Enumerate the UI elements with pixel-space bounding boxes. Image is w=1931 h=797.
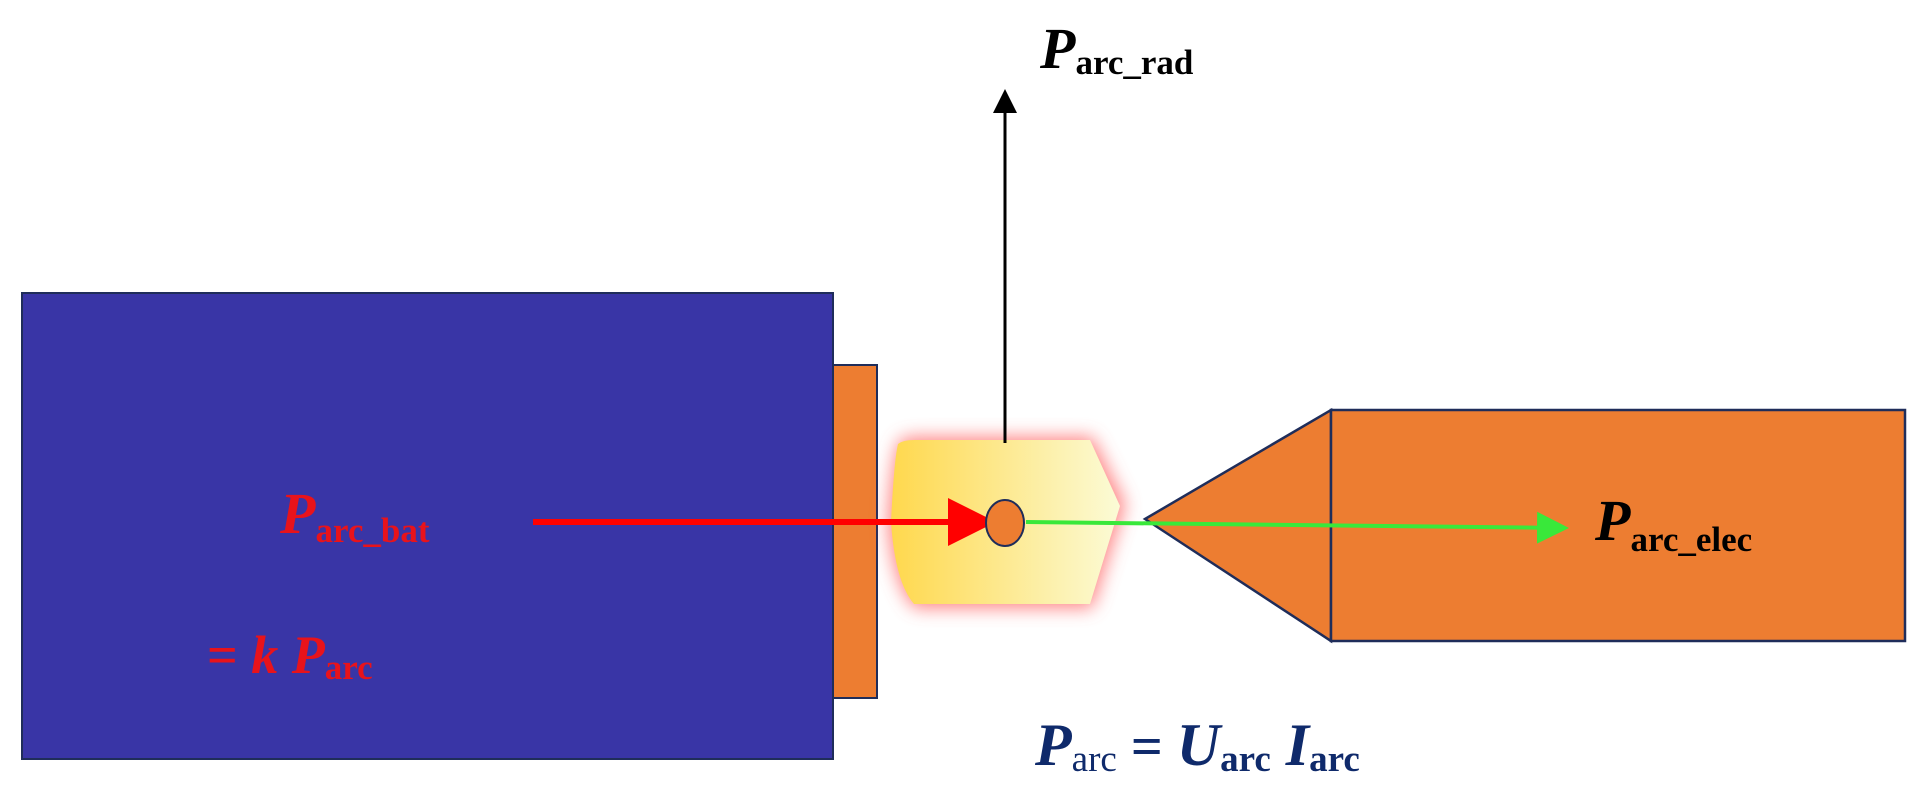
arrow-arc-elec	[1025, 511, 1569, 544]
label-arc-elec: Parc_elec	[1594, 488, 1752, 559]
label-arc-rad: Parc_rad	[1039, 16, 1194, 82]
battery-terminal	[832, 364, 878, 699]
battery-block	[21, 292, 834, 760]
label-arc-bat-equation: = k Parc	[207, 625, 373, 687]
label-arc-power-equation: Parc = Uarc Iarc	[1034, 712, 1360, 780]
arc-spot	[985, 499, 1025, 547]
label-arc-bat: Parc_bat	[279, 481, 430, 550]
